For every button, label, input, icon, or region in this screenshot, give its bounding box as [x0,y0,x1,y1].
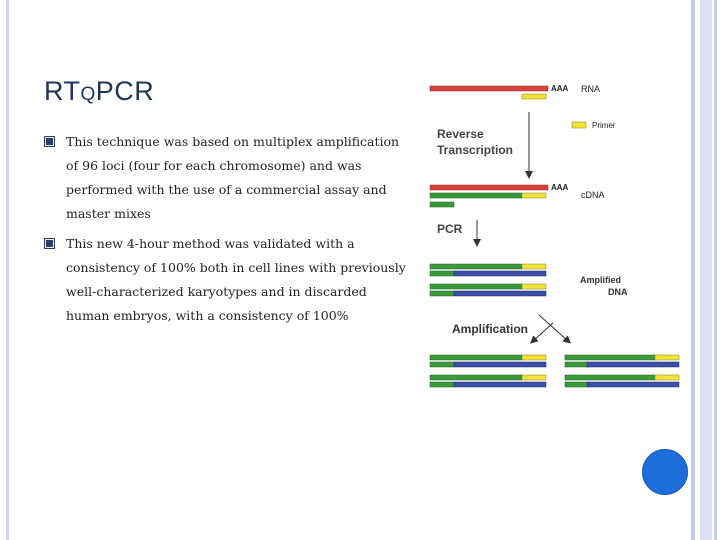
bottom-right-blue-2 [586,381,680,388]
amplified-label: Amplified [580,275,621,285]
bottom-left-green-2 [429,374,523,381]
amplified-green-stub-2 [429,290,455,297]
amplified-primer-2 [521,283,547,290]
left-border-rule [6,0,9,540]
bullet-square-icon [44,136,55,147]
rna-label: RNA [581,84,600,94]
bullet-item: This new 4-hour method was validated wit… [44,232,414,328]
reverse-label: Reverse [437,127,484,141]
amplification-arrow-right [538,314,571,344]
bottom-right-primer-1 [654,354,680,361]
bullet-text: This technique was based on multiplex am… [66,134,400,221]
bottom-left-primer-1 [521,354,547,361]
bottom-right-blue-1 [586,361,680,368]
cdna-strand [429,192,523,199]
bottom-left-green-1 [429,354,523,361]
amplified-green-1 [429,263,523,270]
cdna-label: cDNA [581,190,605,200]
pcr-label: PCR [437,222,463,236]
bottom-right-green-2 [564,374,658,381]
amplification-arrow-left [530,322,554,344]
right-border-rule-outer [714,0,717,540]
bullet-text: This new 4-hour method was validated wit… [66,236,406,323]
rt-pcr-diagram: AAA RNA Primer Reverse Transcription AAA… [429,84,680,388]
primer-legend-swatch [571,121,587,129]
dna-label: DNA [608,287,628,297]
bottom-right-green-1 [564,354,658,361]
right-border-band [700,0,712,540]
bullet-list: This technique was based on multiplex am… [44,130,414,334]
bottom-left-stub-1 [429,361,455,368]
amplified-green-2 [429,283,523,290]
aaa-label-2: AAA [551,183,569,192]
bottom-right-primer-2 [654,374,680,381]
amplification-label: Amplification [452,322,528,336]
transcription-label: Transcription [437,143,513,157]
rna-strand [429,85,549,92]
rna-strand-2 [429,184,549,191]
bottom-right-stub-1 [564,361,590,368]
bottom-left-blue-1 [453,361,547,368]
primer-segment [521,93,547,100]
cdna-primer [521,192,547,199]
bottom-left-blue-2 [453,381,547,388]
decorative-blue-circle [642,449,688,495]
aaa-label: AAA [551,84,569,93]
amplified-blue-1 [453,270,547,277]
bullet-square-icon [44,238,55,249]
amplified-primer-1 [521,263,547,270]
bottom-left-primer-2 [521,374,547,381]
amplified-blue-2 [453,290,547,297]
bottom-right-stub-2 [564,381,590,388]
slide-title: RTQPCR [44,76,155,106]
amplified-green-stub-1 [429,270,455,277]
cdna-short-strand [429,201,455,208]
right-border-rule [691,0,695,540]
primer-label: Primer [592,121,616,130]
bottom-left-stub-2 [429,381,455,388]
bullet-item: This technique was based on multiplex am… [44,130,414,226]
